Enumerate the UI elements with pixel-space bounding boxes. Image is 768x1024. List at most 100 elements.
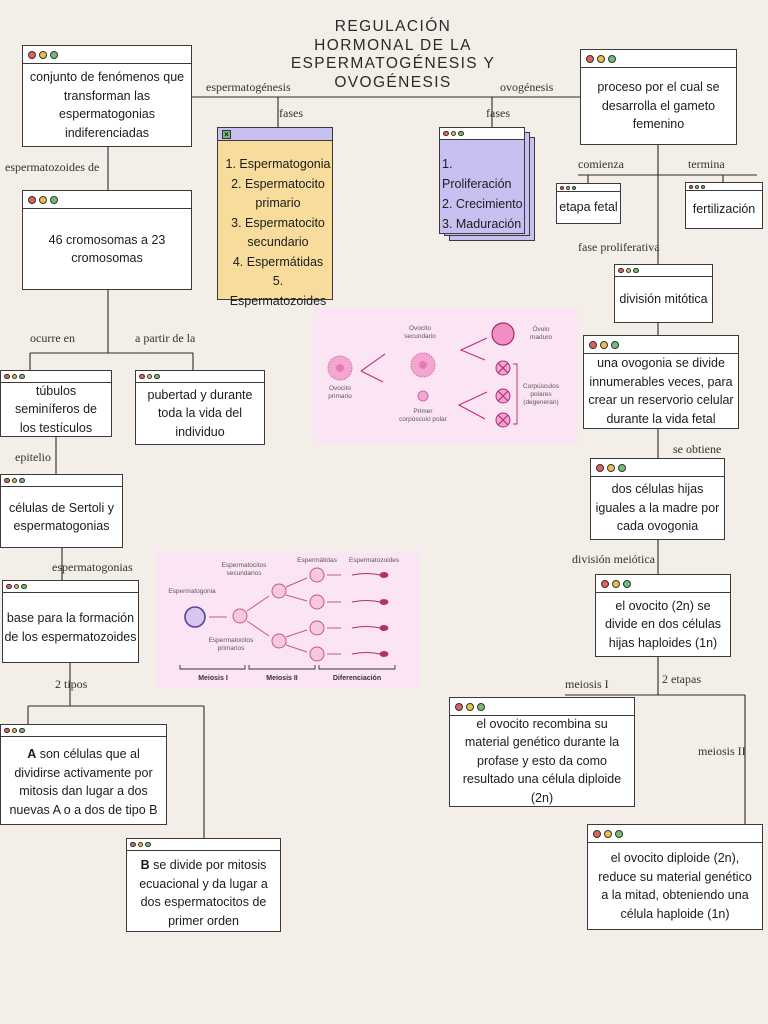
red-dot-icon (586, 54, 594, 63)
type-a-text: son células que al dividirse activamente… (9, 747, 158, 817)
node-oogenesis-phases: 1. Proliferación 2. Crecimiento 3. Madur… (439, 127, 525, 234)
oocyte-diagram-image: Ovocito secundario Óvulo maduro Ovocito … (313, 308, 578, 443)
node-daughters: dos células hijas iguales a la madre por… (590, 458, 725, 540)
label-espermatocitos-secundarios: Espermatocitos (222, 562, 268, 569)
label-se-obtiene: se obtiene (673, 442, 722, 456)
red-dot-icon (560, 185, 564, 190)
label-termina: termina (688, 157, 725, 171)
degenerated-cell-icon (495, 388, 511, 404)
red-dot-icon (130, 841, 136, 848)
yellow-dot-icon (137, 841, 143, 848)
degenerated-cell-icon (495, 412, 511, 428)
red-dot-icon (618, 267, 624, 274)
degenerated-cell-icon (495, 360, 511, 376)
green-dot-icon (145, 841, 151, 848)
corpusculos-polares (495, 360, 511, 428)
node-end: fertilización (685, 182, 763, 229)
node-start: etapa fetal (556, 183, 621, 224)
node-text: proceso por el cual se desarrolla el gam… (597, 80, 720, 132)
node-meiotic-division: el ovocito (2n) se divide en dos células… (595, 574, 731, 657)
sperm-icon (351, 599, 389, 605)
node-text: pubertad y durante toda la vida del indi… (147, 387, 253, 439)
espermatocito-secundario-cell (271, 583, 287, 599)
sperm-diagram-image: Espermatogonia Espermatocitos secundario… (155, 553, 420, 688)
window-title-bar (557, 184, 620, 192)
window-title-bar (615, 265, 712, 277)
label-meiosis-ii: Meiosis II (266, 675, 298, 682)
yellow-dot-icon (600, 340, 608, 349)
window-title-bar: × (218, 128, 332, 141)
list-item: 3. Maduración (442, 217, 522, 231)
window-title-bar (450, 698, 634, 716)
node-text: etapa fetal (559, 200, 618, 215)
window-title-bar (127, 839, 280, 851)
yellow-dot-icon (39, 195, 47, 204)
yellow-dot-icon (11, 477, 17, 484)
sperm-diagram-svg: Espermatogonia Espermatocitos secundario… (168, 557, 400, 682)
red-dot-icon (443, 130, 449, 137)
window-title-bar (23, 46, 191, 64)
label-a-partir-de-la: a partir de la (135, 331, 196, 345)
green-dot-icon (701, 184, 705, 189)
label-ovocito-primario: Ovocito (329, 385, 351, 392)
node-spermatogenesis-definition: conjunto de fenómenos que transforman la… (22, 45, 192, 147)
window-title-bar (686, 183, 762, 191)
node-text: base para la formación de los espermatoz… (4, 611, 137, 644)
node-text: túbulos seminíferos de los testículos (15, 383, 97, 435)
red-dot-icon (601, 579, 609, 588)
green-dot-icon (477, 702, 485, 711)
node-chromosomes: 46 cromosomas a 23 cromosomas (22, 190, 192, 290)
window-title-bar (1, 475, 122, 487)
window-title-bar (3, 581, 138, 593)
nucleus (419, 361, 427, 369)
label-meiosis-ii: meiosis II (698, 744, 746, 758)
green-dot-icon (572, 185, 576, 190)
sperm-icon (351, 651, 389, 657)
node-type-b: B se divide por mitosis ecuacional y da … (126, 838, 281, 932)
arrow-line (246, 595, 270, 612)
label-primer-corpusculo: Primer (413, 408, 433, 415)
list-item: 5. Espermatozoides (229, 274, 327, 308)
label-comienza: comienza (578, 157, 624, 171)
window-title-bar (1, 725, 166, 737)
list-item: 1. Proliferación (442, 157, 512, 191)
espermatogonia-cell (184, 606, 206, 628)
label-espermatocitos-primarios: Espermatocitos (209, 637, 255, 644)
yellow-dot-icon (11, 727, 17, 734)
arrow-line (285, 594, 308, 602)
espermatocito-secundario-cell (271, 633, 287, 649)
arrow-line (285, 577, 308, 588)
green-dot-icon (154, 373, 160, 380)
arrow-line (457, 391, 488, 420)
list-item: 2. Espermatocito primario (231, 176, 325, 211)
window-title-bar (588, 825, 762, 843)
label-corpusculos-2: polares (530, 391, 552, 398)
node-oogenesis-definition: proceso por el cual se desarrolla el gam… (580, 49, 737, 145)
red-dot-icon (6, 583, 12, 590)
yellow-dot-icon (466, 702, 474, 711)
node-meiosis-i: el ovocito recombina su material genétic… (449, 697, 635, 807)
window-title-bar (1, 371, 111, 383)
label-fase-proliferativa: fase proliferativa (578, 240, 660, 254)
node-text: conjunto de fenómenos que transforman la… (29, 70, 185, 140)
yellow-dot-icon (39, 50, 47, 59)
green-dot-icon (50, 195, 58, 204)
label-fases-right: fases (486, 106, 510, 120)
yellow-dot-icon (695, 184, 699, 189)
red-dot-icon (589, 340, 597, 349)
type-b-text: se divide por mitosis ecuacional y da lu… (139, 858, 268, 928)
red-dot-icon (455, 702, 463, 711)
label-diferenciacion: Diferenciación (333, 675, 381, 682)
yellow-dot-icon (450, 130, 456, 137)
arrow-line (285, 629, 308, 638)
node-text: el ovocito diploide (2n), reduce su mate… (598, 851, 752, 921)
espermatocito-primario-cell (232, 608, 248, 624)
node-mitosis: división mitótica (614, 264, 713, 323)
type-b-letter: B (140, 858, 150, 872)
node-text: división mitótica (619, 292, 708, 307)
ovulo-maduro-cell (491, 322, 515, 346)
node-text: el ovocito (2n) se divide en dos células… (604, 598, 722, 650)
label-espermatocitos-primarios-2: primarios (218, 645, 245, 652)
label-ovocito-secundario-2: secundario (404, 333, 436, 340)
espermatida-cell (309, 567, 325, 583)
